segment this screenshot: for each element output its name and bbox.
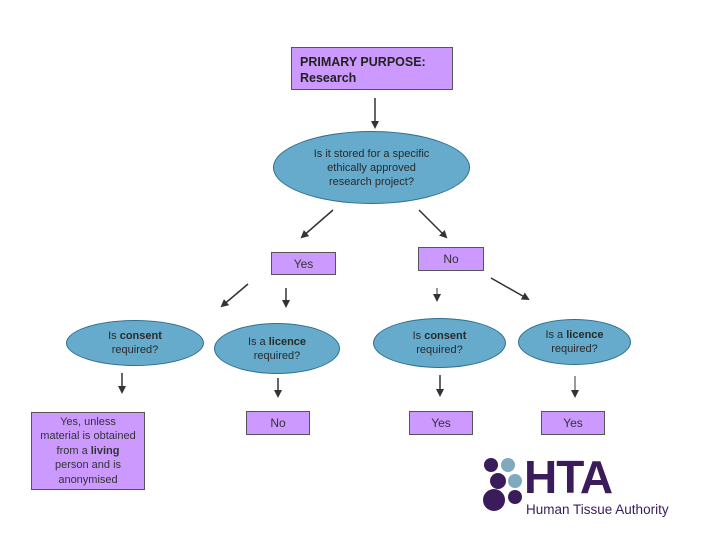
licence-right-ellipse: Is a licence required? [518, 319, 631, 365]
primary-purpose-line1: PRIMARY PURPOSE: [300, 55, 426, 69]
answer-consent-left-line4: person and is [54, 459, 122, 472]
primary-purpose-box: PRIMARY PURPOSE: Research [291, 47, 453, 90]
logo-dot-2 [501, 458, 515, 472]
logo-dot-3 [490, 473, 506, 489]
answer-consent-left-box: Yes, unless material is obtained from a … [31, 412, 145, 490]
consent-left-bold: consent [119, 330, 162, 342]
answer-consent-left-line5: anonymised [58, 473, 118, 486]
logo-full-name: Human Tissue Authority [526, 502, 669, 517]
logo-dot-4 [508, 474, 522, 488]
licence-left-bold: licence [268, 335, 307, 348]
licence-right-line2: required? [551, 343, 598, 355]
logo-acronym: HTA [524, 451, 613, 503]
answer-licence-right-box: Yes [541, 411, 605, 435]
arrow-yes-to-consent [220, 283, 249, 308]
answer-consent-left-living: living [90, 444, 120, 457]
answer-consent-left-line2: material is obtained [40, 430, 136, 443]
licence-right-prefix: Is a [545, 329, 567, 341]
hta-logo-icon [483, 458, 522, 511]
stored-question-line2: ethically approved [327, 161, 416, 174]
consent-right-line2: required? [416, 344, 463, 356]
stored-question-ellipse: Is it stored for a specific ethically ap… [273, 131, 470, 204]
no-box: No [418, 247, 484, 271]
consent-right-bold: consent [424, 330, 467, 342]
arrow-question-to-no [418, 209, 448, 239]
licence-left-prefix: Is a [247, 335, 269, 348]
yes-box: Yes [271, 252, 336, 275]
answer-licence-left-label: No [270, 416, 286, 430]
no-label: No [443, 252, 459, 266]
logo-dot-1 [484, 458, 498, 472]
answer-consent-left-line3-prefix: from a [56, 444, 91, 457]
licence-left-line2: required? [253, 349, 301, 362]
stored-question-line1: Is it stored for a specific [313, 147, 430, 160]
consent-right-ellipse: Is consent required? [373, 318, 506, 368]
logo-dot-6 [508, 490, 522, 504]
answer-licence-right-label: Yes [563, 416, 583, 430]
consent-left-line2: required? [111, 344, 159, 356]
consent-right-prefix: Is [412, 330, 425, 342]
yes-label: Yes [293, 256, 314, 271]
licence-right-bold: licence [566, 329, 604, 341]
licence-left-ellipse: Is a licence required? [214, 323, 340, 374]
primary-purpose-line2: Research [300, 71, 357, 85]
stored-question-line3: research project? [328, 175, 414, 188]
logo-dot-5 [483, 489, 505, 511]
arrow-no-to-licence [490, 277, 530, 300]
answer-consent-left-line1: Yes, unless [60, 415, 116, 428]
consent-left-prefix: Is [108, 330, 120, 342]
answer-consent-right-box: Yes [409, 411, 473, 435]
arrow-question-to-yes [300, 209, 334, 239]
answer-licence-left-box: No [246, 411, 310, 435]
answer-consent-right-label: Yes [431, 416, 451, 430]
consent-left-ellipse: Is consent required? [66, 320, 204, 366]
